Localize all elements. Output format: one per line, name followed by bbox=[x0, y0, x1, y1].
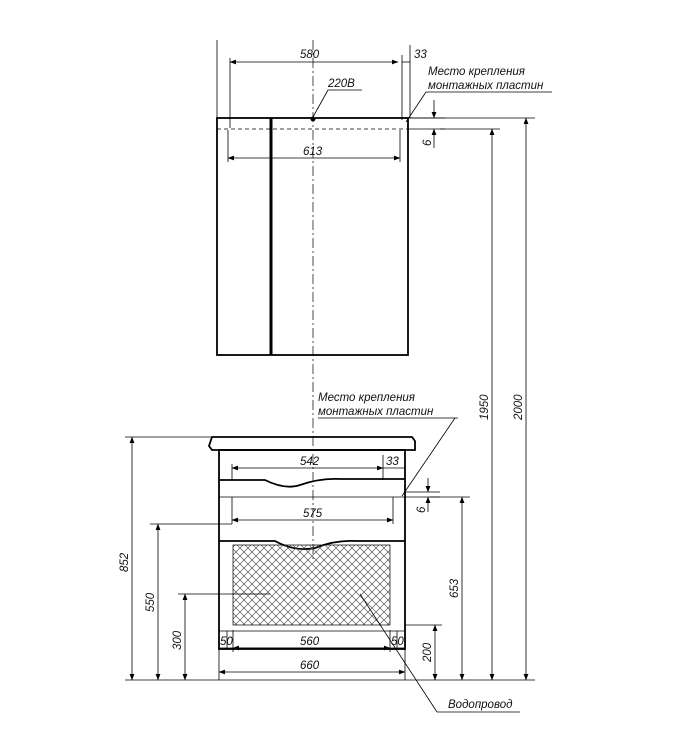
mount-note-vanity-line1: Место крепления bbox=[318, 392, 415, 404]
mount-note-leader-top bbox=[406, 92, 426, 122]
dim-200: 200 bbox=[422, 642, 434, 663]
dim-550: 550 bbox=[145, 592, 157, 612]
mount-note-vanity-line2: монтажных пластин bbox=[318, 406, 434, 418]
dim-50-left: 50 bbox=[220, 636, 233, 648]
power-leader bbox=[313, 90, 328, 117]
dim-660: 660 bbox=[300, 660, 320, 672]
dim-575: 575 bbox=[303, 508, 323, 520]
dim-33-top: 33 bbox=[414, 49, 427, 61]
mount-note-leader-vanity bbox=[402, 418, 455, 496]
dim-560: 560 bbox=[300, 636, 320, 648]
dim-542: 542 bbox=[300, 456, 320, 468]
dim-580: 580 bbox=[300, 49, 320, 61]
dim-1950: 1950 bbox=[479, 394, 491, 420]
water-label: Водопровод bbox=[448, 699, 512, 711]
dim-300: 300 bbox=[172, 630, 184, 650]
dim-6-top: 6 bbox=[422, 139, 434, 146]
dim-613: 613 bbox=[303, 146, 323, 158]
dim-50-right: 50 bbox=[391, 636, 404, 648]
vanity-unit bbox=[209, 437, 415, 649]
power-outlet-point bbox=[311, 117, 316, 122]
power-label: 220В bbox=[327, 78, 355, 90]
mount-note-top-line2: монтажных пластин bbox=[428, 80, 544, 92]
mount-note-top-line1: Место крепления bbox=[428, 66, 525, 78]
dim-2000: 2000 bbox=[513, 394, 525, 421]
dim-33-vanity: 33 bbox=[386, 456, 399, 468]
dim-852: 852 bbox=[119, 552, 131, 572]
upper-drawer-handle bbox=[219, 479, 405, 487]
dim-6-vanity: 6 bbox=[416, 506, 428, 513]
dim-653: 653 bbox=[449, 578, 461, 598]
countertop bbox=[209, 437, 415, 450]
plumbing-zone bbox=[233, 545, 390, 625]
